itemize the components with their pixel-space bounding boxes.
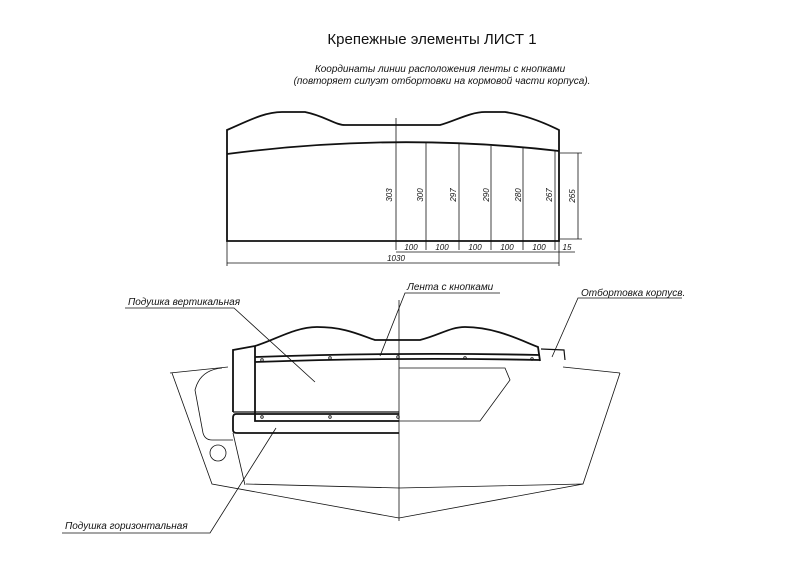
height-label: 267 <box>545 188 554 203</box>
label-strap: Лента с кнопками <box>406 282 494 293</box>
end-spacing-label: 15 <box>563 243 572 252</box>
spacing-label: 100 <box>435 243 449 252</box>
height-label: 297 <box>449 188 458 203</box>
sheet-title: Крепежные элементы ЛИСТ 1 <box>327 31 536 48</box>
profile-view <box>226 111 582 266</box>
strap-with-snaps <box>254 352 541 363</box>
drain-hole <box>209 444 227 462</box>
spacing-label: 100 <box>500 243 514 252</box>
label-horizontal-cushion: Подушка горизонтальная <box>65 521 188 532</box>
label-hull-flange: Отбортовка корпусв. <box>581 287 685 299</box>
overall-length-label: 1030 <box>387 254 405 263</box>
height-label: 303 <box>385 188 394 202</box>
subtitle-line-2: (повторяет силуэт отбортовки на кормовой… <box>294 75 591 87</box>
right-height-label: 265 <box>568 189 577 204</box>
height-label: 290 <box>482 188 491 203</box>
height-label: 280 <box>514 188 523 203</box>
height-label: 300 <box>416 188 425 202</box>
horizontal-cushion <box>232 413 400 434</box>
spacing-dimensions: 100 100 100 100 100 15 1030 <box>387 243 572 263</box>
label-vertical-cushion: Подушка вертикальная <box>128 297 241 308</box>
subtitle-line-1: Координаты линии расположения ленты с кн… <box>315 64 566 75</box>
vertical-cushion <box>232 326 566 422</box>
hull-view <box>169 300 621 521</box>
spacing-label: 100 <box>468 243 482 252</box>
spacing-label: 100 <box>532 243 546 252</box>
spacing-label: 100 <box>404 243 418 252</box>
height-dimensions: 303 300 297 290 280 267 265 <box>385 188 577 204</box>
